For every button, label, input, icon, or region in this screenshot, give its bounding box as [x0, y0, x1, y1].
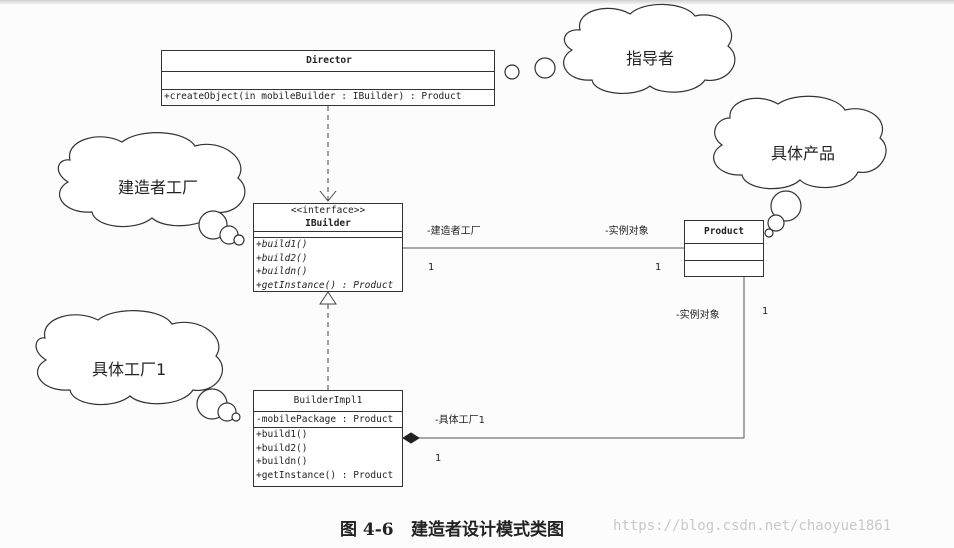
cloud-concrete-factory-text: 具体工厂1	[92, 360, 167, 379]
class-ibuilder-name: IBuilder	[305, 218, 351, 229]
class-director[interactable]: Director +createObject(in mobileBuilder …	[161, 50, 495, 106]
class-product-attributes	[685, 243, 763, 260]
class-ibuilder-stereotype: <<interface>>	[290, 205, 366, 216]
class-ibuilder[interactable]: <<interface>> IBuilder +build1() +build2…	[253, 203, 403, 292]
class-ibuilder-method: +build2()	[256, 252, 308, 264]
cloud-product	[713, 95, 887, 190]
cloud-product-bubble	[770, 190, 802, 222]
composition-diamond	[402, 432, 420, 444]
figure-number: 图 4-6	[340, 520, 394, 540]
class-director-attributes	[162, 71, 494, 89]
class-ibuilder-method: +build1()	[256, 239, 308, 250]
role-label-product: -实例对象	[605, 226, 649, 237]
role-label-ibuilder: -建造者工厂	[427, 226, 481, 237]
class-builderimpl1[interactable]: BuilderImpl1 -mobilePackage : Product +b…	[253, 390, 403, 487]
role-label-impl: -具体工厂1	[435, 415, 485, 426]
cloud-product-text: 具体产品	[771, 144, 836, 163]
cloud-director	[563, 3, 736, 94]
multiplicity-impl: 1	[435, 453, 442, 464]
cloud-product-bubble	[764, 228, 774, 238]
cloud-concrete-factory	[35, 310, 223, 406]
class-product-name: Product	[703, 226, 745, 237]
class-builderimpl1-method: +build2()	[256, 442, 308, 454]
top-scan-strip	[0, 0, 954, 5]
cloud-builder-factory-text: 建造者工厂	[118, 178, 199, 197]
class-builderimpl1-method: +getInstance() : Product	[256, 469, 394, 481]
cloud-builder-factory-bubble	[233, 234, 245, 246]
class-builderimpl1-name: BuilderImpl1	[293, 395, 363, 406]
cloud-builder-factory	[57, 132, 246, 228]
watermark: https://blog.csdn.net/chaoyue1861	[613, 518, 892, 534]
class-ibuilder-method: +buildn()	[256, 266, 308, 277]
figure-caption: 图 4-6 建造者设计模式类图	[340, 515, 576, 540]
multiplicity-impl-product: 1	[762, 306, 769, 317]
figure-title: 建造者设计模式类图	[411, 520, 565, 540]
cloud-director-bubble	[504, 64, 520, 80]
class-director-name: Director	[306, 55, 352, 66]
class-builderimpl1-attribute: -mobilePackage : Product	[254, 411, 402, 427]
class-builderimpl1-method: +buildn()	[256, 456, 308, 467]
realization-triangle	[319, 291, 337, 305]
class-ibuilder-attributes	[254, 231, 402, 237]
multiplicity-ibuilder: 1	[428, 262, 435, 273]
cloud-concrete-factory-bubble	[231, 412, 241, 422]
cloud-product-bubble	[767, 214, 785, 232]
class-product-methods	[685, 260, 763, 276]
class-ibuilder-method: +getInstance() : Product	[256, 279, 394, 291]
multiplicity-product: 1	[655, 262, 662, 273]
composition-line	[418, 277, 745, 439]
cloud-director-text: 指导者	[626, 49, 675, 68]
cloud-director-bubble	[534, 57, 556, 79]
dependency-arrowhead	[319, 190, 337, 202]
class-builderimpl1-method: +build1()	[256, 429, 308, 440]
class-director-method: +createObject(in mobileBuilder : IBuilde…	[162, 89, 494, 105]
clouds	[35, 3, 887, 422]
role-label-impl-product: -实例对象	[676, 310, 720, 321]
class-product[interactable]: Product	[684, 220, 764, 277]
